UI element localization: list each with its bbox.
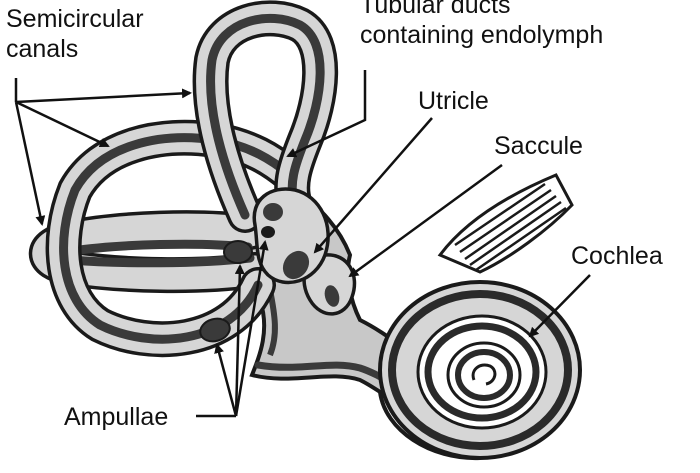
ducts-leader [286, 70, 367, 158]
anterior-semicircular-canal [192, 0, 339, 233]
cochlea-label: Cochlea [571, 242, 663, 270]
leader-lines [14, 70, 591, 418]
ampulla-posterior [199, 317, 231, 343]
semicircular-arrow-3 [14, 101, 46, 226]
ampulla-anterior [223, 240, 253, 264]
semicircular-arrow-2 [15, 100, 110, 148]
ampullae-arrow-2 [234, 264, 245, 417]
cochlea-leader [528, 274, 591, 338]
semicircular-label-line2: canals [6, 35, 79, 63]
ducts-label-line1: Tubular ducts [360, 0, 511, 19]
tubular-ducts-label: Tubular ducts containing endolymph [360, 0, 603, 50]
ampullae [199, 226, 275, 343]
saccule-label: Saccule [494, 132, 583, 160]
semicircular-label-line1: Semicircular [6, 5, 144, 33]
ampullae-label: Ampullae [64, 403, 169, 431]
ampulla-lateral [261, 226, 275, 238]
semicircular-arrow-1 [15, 88, 192, 104]
semicircular-canals-label: Semicircular canals [6, 4, 144, 64]
cochlea-spiral [378, 280, 582, 461]
ampullae-arrow-1 [214, 343, 238, 417]
saccule-leader [348, 163, 503, 278]
ducts-label-line2: containing endolymph [360, 21, 604, 49]
utricle-label: Utricle [418, 87, 489, 115]
cochlea-striated-cone [437, 173, 574, 274]
utricle [252, 187, 330, 285]
ampullae-arrow-3 [234, 240, 269, 417]
utricle-leader [313, 117, 433, 254]
